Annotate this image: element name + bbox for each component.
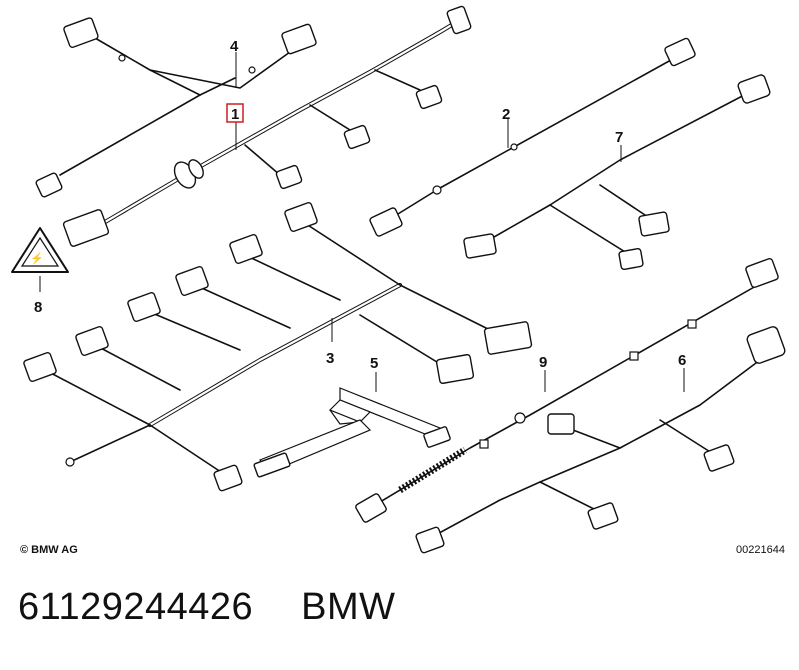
copyright-label: © BMW AG xyxy=(20,544,78,556)
callout-9[interactable]: 9 xyxy=(539,354,547,371)
harness-1 xyxy=(62,5,472,247)
callout-7[interactable]: 7 xyxy=(615,129,623,146)
svg-text:⚡: ⚡ xyxy=(30,252,44,265)
diagram-id: 00221644 xyxy=(736,544,785,556)
harness-6 xyxy=(415,326,786,554)
part-number: 61129244426 xyxy=(18,586,254,628)
callout-5[interactable]: 5 xyxy=(370,355,378,372)
harness-7 xyxy=(463,74,771,270)
callout-2[interactable]: 2 xyxy=(502,106,510,123)
warning-triangle-icon: ⚡ xyxy=(11,227,69,292)
ribbon-cable-5 xyxy=(253,372,451,478)
callout-1-highlight xyxy=(226,103,244,123)
callout-4[interactable]: 4 xyxy=(230,38,239,55)
harness-3 xyxy=(23,202,533,492)
callout-1[interactable]: 1 xyxy=(231,106,239,123)
callout-6[interactable]: 6 xyxy=(678,352,686,369)
brand-name: BMW xyxy=(301,586,396,628)
harness-4 xyxy=(35,17,317,198)
harness-9 xyxy=(355,258,779,523)
callout-8[interactable]: 8 xyxy=(34,299,42,316)
harness-2 xyxy=(369,37,696,237)
callout-3[interactable]: 3 xyxy=(326,350,334,367)
parts-diagram: ⚡ xyxy=(11,5,786,556)
part-footer: 61129244426 BMW xyxy=(18,586,396,629)
